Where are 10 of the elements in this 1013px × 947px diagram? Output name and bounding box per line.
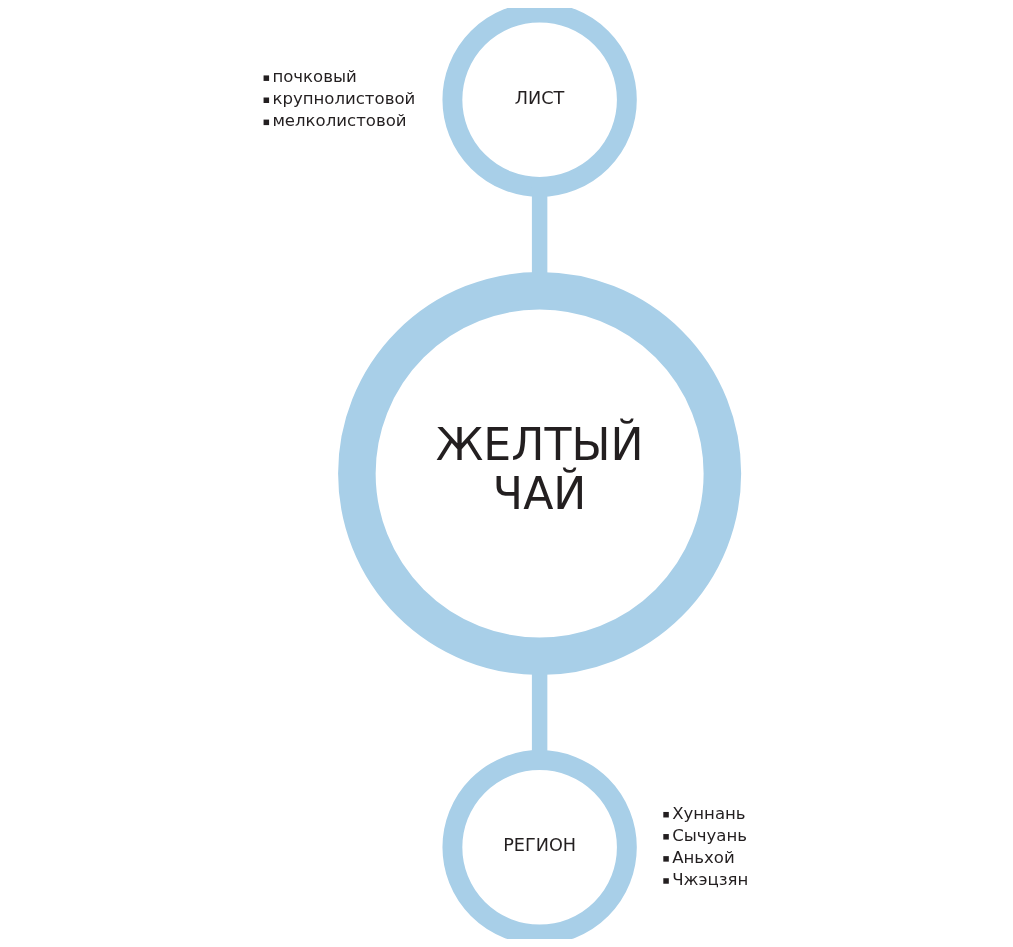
node-label: мелколистовой [272,111,407,131]
node-label: крупнолистовой [272,89,416,109]
node-label: Чжэцзян [672,869,749,889]
node-label: Хуннань [672,803,746,823]
node-label: Сычуань [672,825,748,845]
node-label: почковый [272,67,357,87]
node-label: Аньхой [672,847,735,867]
node-circle: РЕГИОН [442,750,637,939]
node-circle: ЖЕЛТЫЙ ЧАЙ [338,272,742,675]
node-circle: ЛИСТ [442,8,637,197]
